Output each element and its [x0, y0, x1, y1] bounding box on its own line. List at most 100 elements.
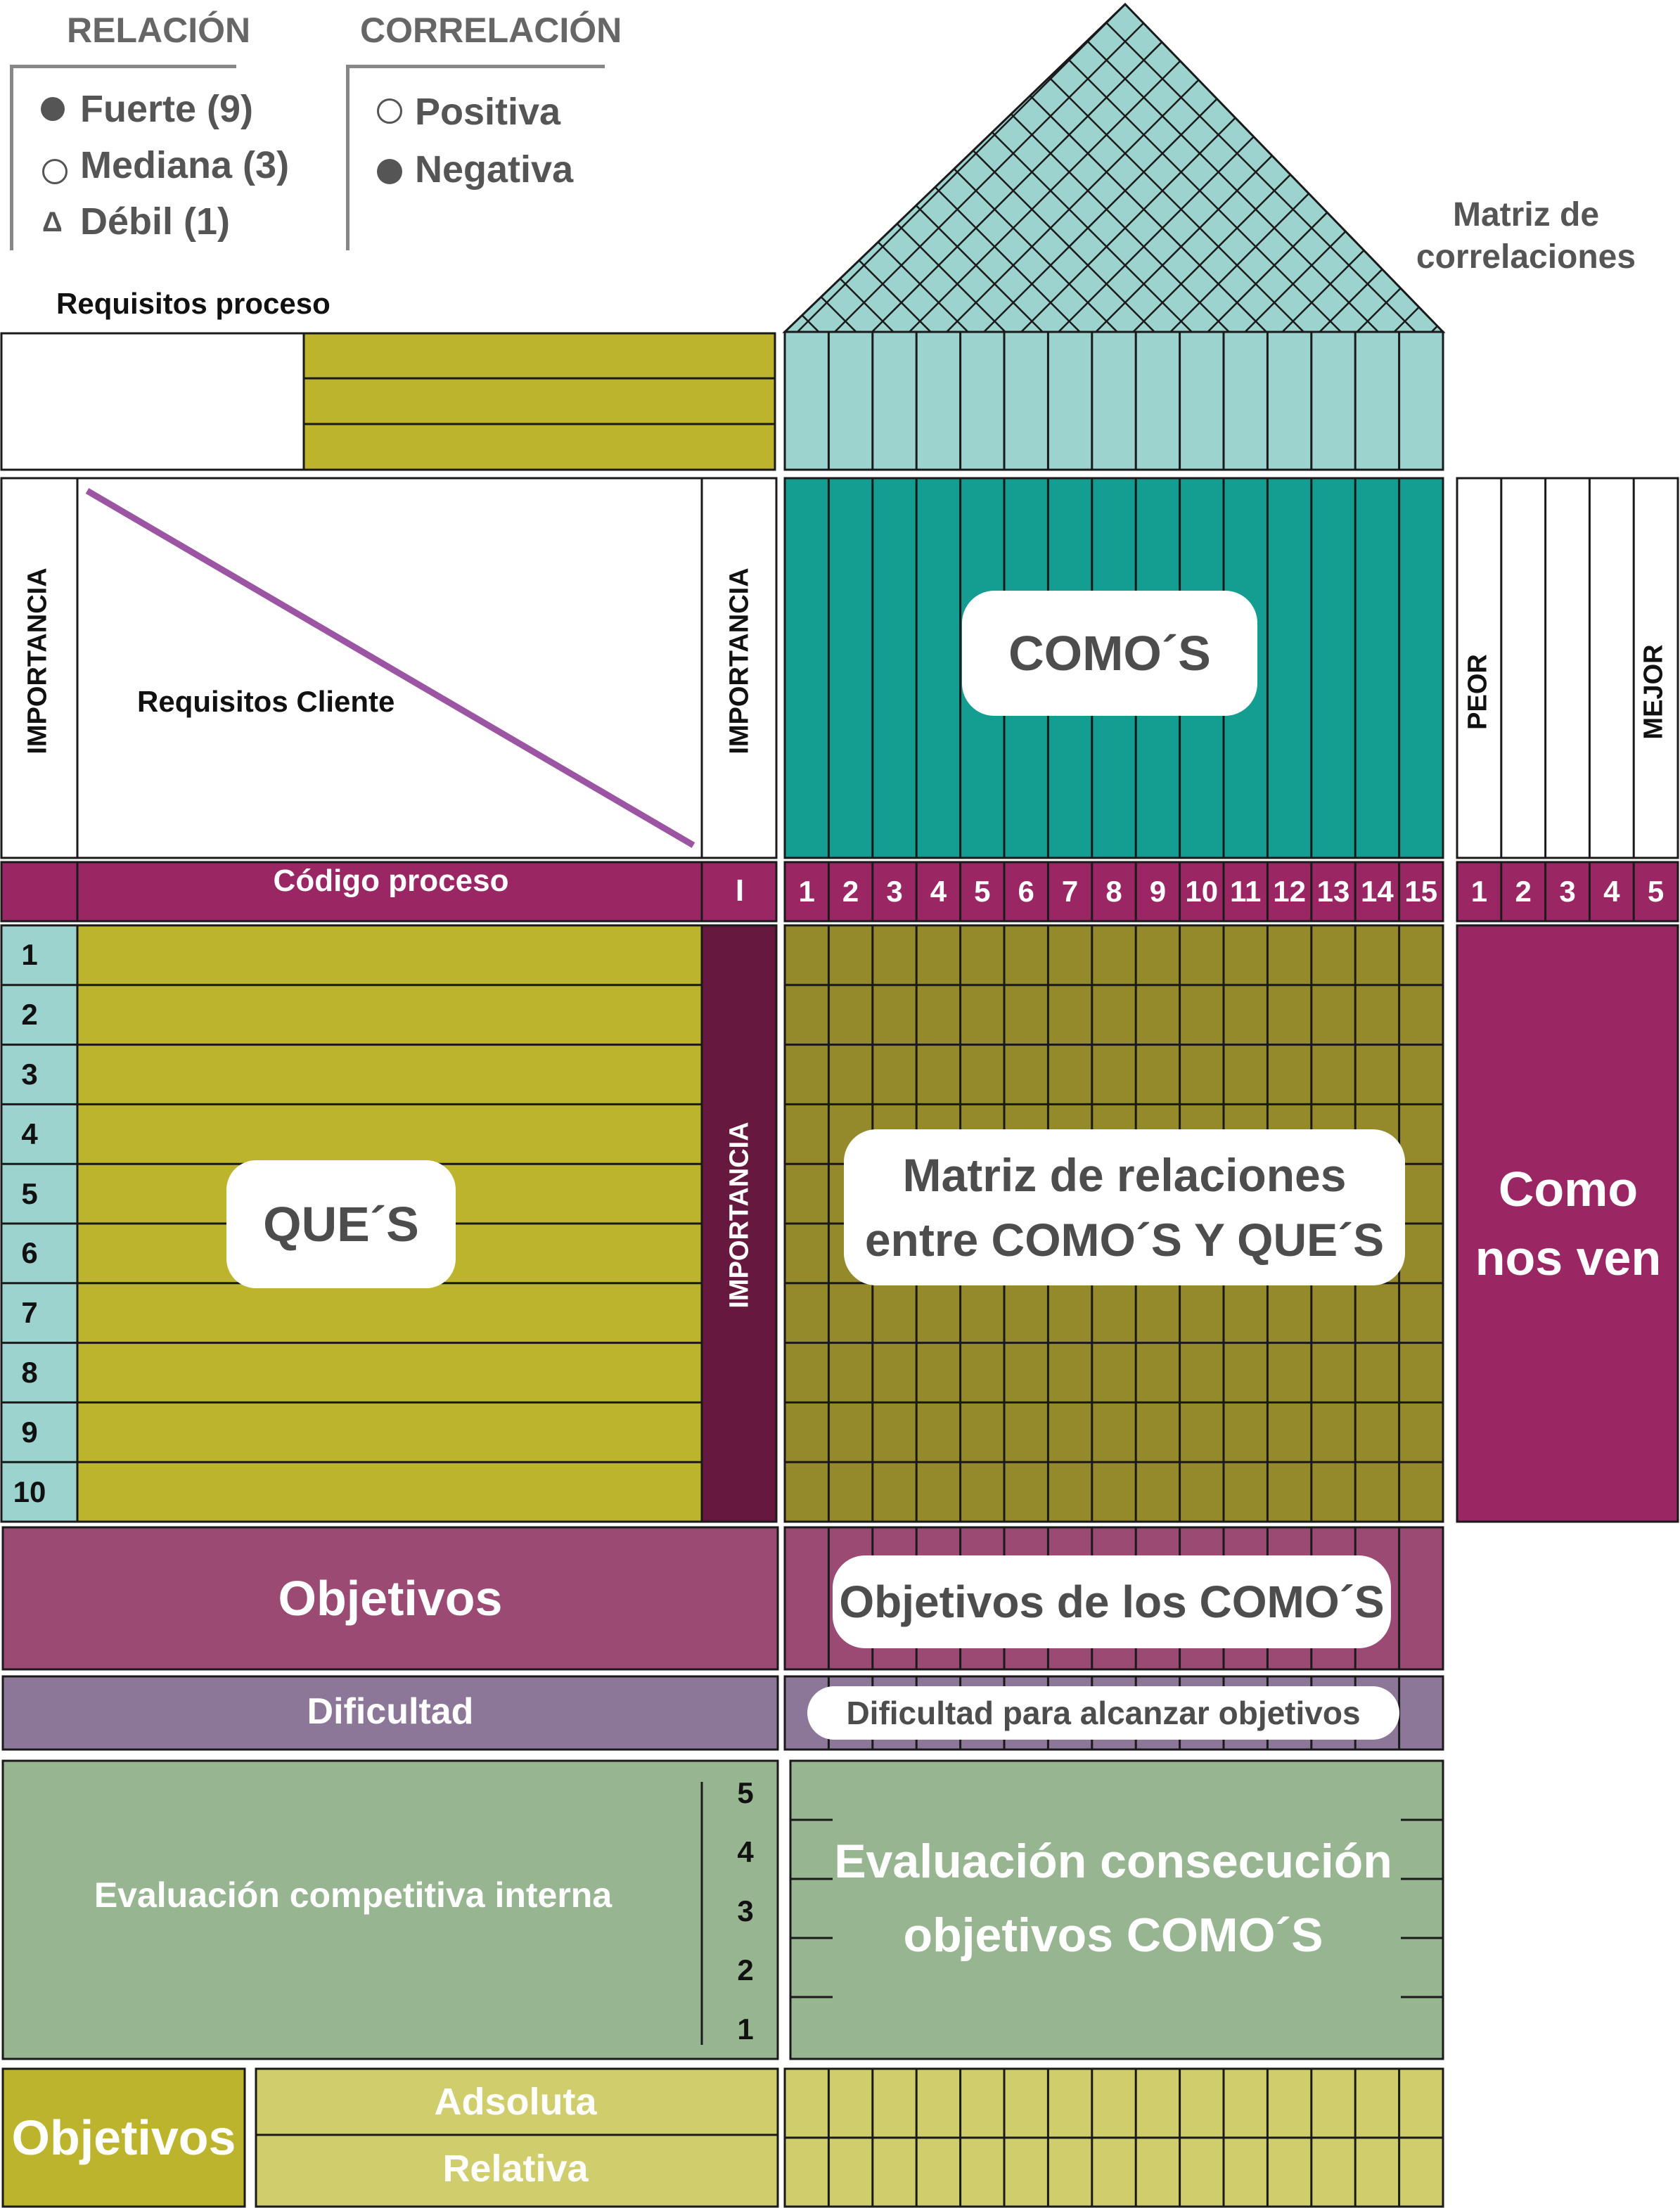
column-number: 12	[1273, 875, 1306, 908]
matriz-relaciones-pill: Matriz de relaciones entre COMO´S Y QUE´…	[844, 1129, 1405, 1285]
roof-lattice-line	[785, 4, 1026, 332]
roof-lattice-line	[785, 4, 1063, 332]
legend-positiva-label: Positiva	[415, 91, 561, 133]
column-number: 15	[1404, 875, 1438, 908]
legend-open-circle-icon	[42, 159, 68, 184]
roof-label: Matriz de correlaciones	[1416, 196, 1636, 276]
roof-lattice-line	[852, 4, 1443, 332]
rating-number: 2	[1515, 875, 1532, 908]
roof-lattice-line	[926, 4, 1443, 332]
roof-lattice-line	[1150, 4, 1443, 332]
legend-debil-label: Débil (1)	[80, 200, 231, 243]
legend-triangle-icon: Δ	[42, 207, 63, 238]
comos-pill: COMO´S	[962, 591, 1257, 716]
roof-lattice-line	[785, 4, 1175, 332]
objetivos-label: Objetivos	[278, 1571, 503, 1626]
comos-header-band	[783, 330, 1444, 471]
dificultad-label: Dificultad	[307, 1691, 474, 1732]
relation-legend-bracket	[10, 65, 236, 250]
roof-lattice-line	[814, 4, 1443, 332]
rating-number: 4	[1603, 875, 1620, 908]
roof-lattice-line	[785, 4, 1250, 332]
rating-number: 3	[1559, 875, 1576, 908]
rating-number: 1	[1470, 875, 1488, 908]
column-number: 4	[930, 875, 947, 908]
requisitos-diagonal-line	[85, 488, 695, 848]
column-number: 6	[1018, 875, 1034, 908]
column-number: 8	[1105, 875, 1122, 908]
roof-lattice-line	[785, 4, 1443, 332]
roof-lattice-line	[785, 4, 1101, 332]
column-number: 14	[1361, 875, 1394, 908]
roof-lattice-line	[1075, 4, 1443, 332]
roof-lattice-line	[1001, 4, 1443, 332]
roof-lattice-line	[889, 4, 1443, 332]
dificultad-area	[1, 1675, 779, 1751]
column-number: 9	[1149, 875, 1167, 908]
adsoluta-relativa-area	[255, 2067, 779, 2208]
importancia-right-cell	[700, 477, 778, 859]
adsoluta-label: Adsoluta	[434, 2081, 597, 2123]
peor-label: PEOR	[1463, 654, 1493, 730]
objetivos-bottom-area	[1, 2067, 246, 2208]
scale-number: 3	[737, 1894, 754, 1927]
relation-legend-title: RELACIÓN	[67, 11, 251, 50]
requisitos-proceso-blank	[0, 332, 305, 471]
legend-fuerte-label: Fuerte (9)	[80, 88, 254, 130]
importancia-column	[700, 924, 778, 1523]
roof-lattice-line	[785, 4, 1361, 332]
codigo-proceso-cell	[76, 861, 703, 923]
roof-lattice-line	[1224, 4, 1443, 332]
legend-negativa-circle-icon	[377, 159, 402, 184]
como-nos-ven-label: Como nos ven	[1475, 1162, 1662, 1285]
roof-lattice-line	[785, 4, 1324, 332]
objetivos-comos-pill: Objetivos de los COMO´S	[833, 1555, 1391, 1648]
roof-lattice-line	[785, 4, 1436, 332]
roof-lattice-line	[785, 4, 1443, 332]
correlation-legend-bracket	[346, 65, 605, 250]
rating-number: 5	[1647, 875, 1665, 908]
scale-number: 4	[737, 1835, 754, 1868]
roof-lattice-line	[785, 4, 1399, 332]
roof-lattice-line	[785, 4, 1443, 332]
legend-negativa-label: Negativa	[415, 148, 574, 191]
roof-lattice-line	[785, 4, 1443, 332]
codigo-proceso-label: Código proceso	[273, 864, 509, 898]
correlation-legend-title: CORRELACIÓN	[360, 11, 622, 50]
importancia-left-cell	[0, 477, 79, 859]
column-number: 7	[1061, 875, 1079, 908]
row-number: 3	[21, 1057, 38, 1091]
objetivos-area	[1, 1526, 779, 1671]
column-number: 3	[886, 875, 903, 908]
column-number: 11	[1229, 875, 1262, 908]
roof-lattice-line	[785, 4, 1212, 332]
rating-number-row	[1456, 861, 1679, 923]
row-number: 1	[21, 938, 38, 972]
column-number: 5	[974, 875, 991, 908]
peor-mejor-area	[1456, 477, 1679, 859]
objetivos-bottom-label: Objetivos	[11, 2110, 236, 2165]
row-number: 10	[13, 1475, 46, 1508]
evaluacion-interna-area	[1, 1759, 779, 2060]
ques-pill: QUE´S	[226, 1160, 456, 1288]
evaluacion-consecucion-label: Evaluación consecución objetivos COMO´S	[834, 1834, 1392, 1962]
roof-lattice-line	[1038, 4, 1443, 332]
requisitos-cliente-label: Requisitos Cliente	[137, 685, 395, 718]
legend-mediana-label: Mediana (3)	[80, 144, 290, 186]
row-number: 8	[21, 1355, 38, 1389]
dificultad-objetivos-pill: Dificultad para alcanzar objetivos	[807, 1686, 1399, 1740]
roof-lattice-line	[785, 4, 1287, 332]
codigo-blank-cell	[0, 861, 79, 923]
roof-lattice-line	[785, 4, 989, 332]
row-number: 4	[21, 1117, 38, 1150]
mejor-label: MEJOR	[1639, 644, 1669, 740]
scale-number: 1	[737, 2013, 754, 2046]
column-number: 1	[798, 875, 815, 908]
row-number: 9	[21, 1415, 38, 1449]
row-number: 2	[21, 998, 38, 1032]
i-label: I	[735, 873, 745, 908]
row-number: 7	[21, 1296, 38, 1330]
requisitos-proceso-label: Requisitos proceso	[56, 287, 331, 320]
column-number: 13	[1316, 875, 1350, 908]
legend-filled-circle-icon	[41, 97, 65, 121]
